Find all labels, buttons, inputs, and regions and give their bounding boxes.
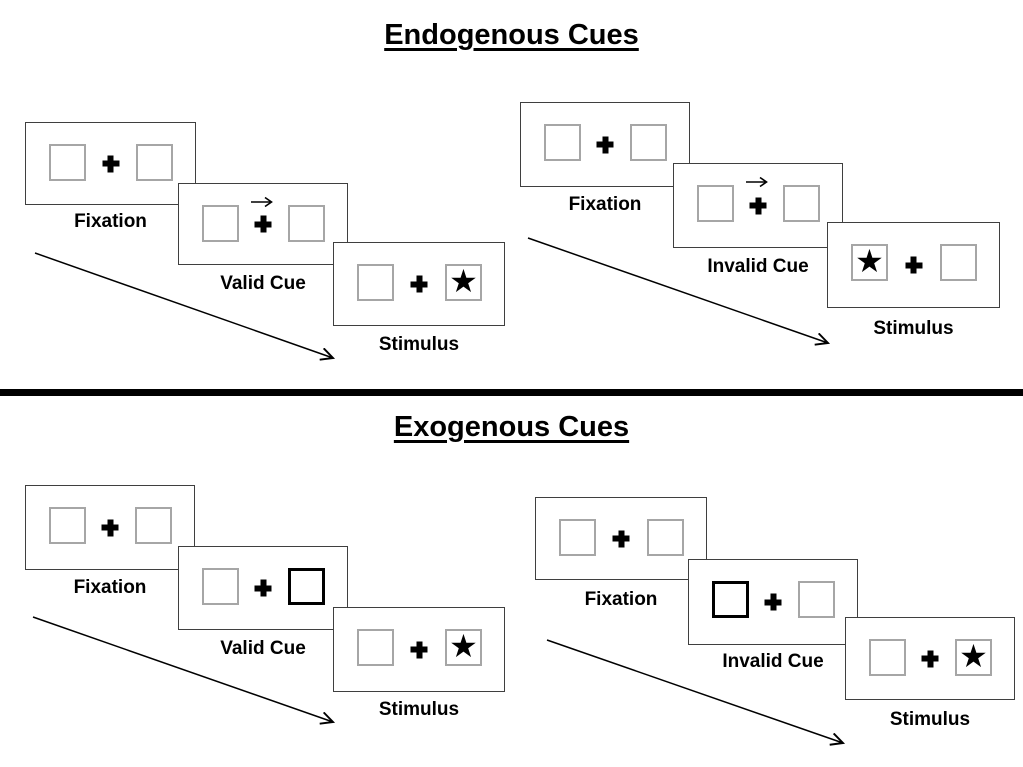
- section-divider: [0, 389, 1023, 396]
- exogenous-valid-stimulus-panel: ★: [333, 607, 505, 692]
- endogenous-valid-stimulus-panel: ★: [333, 242, 505, 326]
- timeline-arrow: [527, 237, 835, 350]
- section-title-endogenous: Endogenous Cues: [384, 19, 639, 51]
- section-title-exogenous: Exogenous Cues: [393, 411, 630, 443]
- left-target-box: [697, 185, 734, 222]
- left-target-box: [559, 519, 596, 556]
- right-target-box: [288, 205, 325, 242]
- left-target-box: [357, 629, 394, 666]
- left-target-box: [202, 205, 239, 242]
- fixation-cross-icon: [764, 593, 782, 611]
- right-target-box: [647, 519, 684, 556]
- exogenous-valid-cue-panel: [178, 546, 348, 630]
- left-target-box-highlighted: [712, 581, 749, 618]
- left-target-box: [357, 264, 394, 301]
- fixation-cross-icon: [410, 641, 428, 658]
- fixation-cross-icon: [612, 530, 630, 547]
- exogenous-invalid-stimulus-panel: ★: [845, 617, 1015, 700]
- left-target-box: ★: [851, 244, 888, 281]
- panel-label-fixation: Fixation: [584, 589, 658, 610]
- timeline-arrow: [546, 639, 850, 750]
- fixation-cross-icon: [254, 215, 272, 233]
- left-target-box: [202, 568, 239, 605]
- star-stimulus-icon: ★: [855, 242, 884, 280]
- star-stimulus-icon: ★: [959, 637, 988, 675]
- endogenous-valid-cue-panel: [178, 183, 348, 265]
- right-target-box-highlighted: [288, 568, 325, 605]
- endogenous-valid-fixation-panel: [25, 122, 196, 205]
- timeline-arrow: [34, 252, 340, 364]
- right-target-box: ★: [445, 629, 482, 666]
- panel-label-invalid-cue: Invalid Cue: [707, 256, 809, 277]
- endogenous-invalid-stimulus-panel: ★: [827, 222, 1000, 308]
- fixation-cross-icon: [102, 155, 119, 172]
- left-target-box: [869, 639, 906, 676]
- cue-arrow-right-icon: [745, 175, 771, 188]
- timeline-arrow: [32, 616, 340, 729]
- fixation-cross-icon: [410, 275, 428, 293]
- cue-arrow-right-icon: [250, 195, 276, 208]
- panel-label-valid-cue: Valid Cue: [220, 638, 306, 659]
- left-target-box: [49, 507, 86, 544]
- fixation-cross-icon: [101, 519, 119, 536]
- panel-label-fixation: Fixation: [74, 211, 147, 232]
- fixation-cross-icon: [749, 197, 767, 214]
- left-target-box: [49, 144, 86, 181]
- right-target-box: [783, 185, 820, 222]
- fixation-cross-icon: [596, 136, 614, 153]
- panel-label-fixation: Fixation: [73, 577, 147, 598]
- panel-label-stimulus: Stimulus: [889, 709, 971, 730]
- right-target-box: [136, 144, 173, 181]
- right-target-box: ★: [445, 264, 482, 301]
- endogenous-invalid-fixation-panel: [520, 102, 690, 187]
- exogenous-valid-fixation-panel: [25, 485, 195, 570]
- panel-label-stimulus: Stimulus: [378, 334, 460, 355]
- fixation-cross-icon: [921, 650, 939, 667]
- left-target-box: [544, 124, 581, 161]
- star-stimulus-icon: ★: [449, 627, 478, 665]
- panel-label-stimulus: Stimulus: [873, 318, 954, 339]
- right-target-box: [798, 581, 835, 618]
- right-target-box: ★: [955, 639, 992, 676]
- panel-label-stimulus: Stimulus: [378, 699, 460, 720]
- right-target-box: [630, 124, 667, 161]
- fixation-cross-icon: [254, 579, 272, 597]
- panel-label-invalid-cue: Invalid Cue: [722, 651, 824, 672]
- panel-label-valid-cue: Valid Cue: [220, 273, 306, 294]
- endogenous-invalid-cue-panel: [673, 163, 843, 248]
- exogenous-invalid-cue-panel: [688, 559, 858, 645]
- panel-label-fixation: Fixation: [568, 194, 642, 215]
- right-target-box: [135, 507, 172, 544]
- exogenous-invalid-fixation-panel: [535, 497, 707, 580]
- right-target-box: [940, 244, 977, 281]
- star-stimulus-icon: ★: [449, 262, 478, 300]
- fixation-cross-icon: [905, 256, 922, 274]
